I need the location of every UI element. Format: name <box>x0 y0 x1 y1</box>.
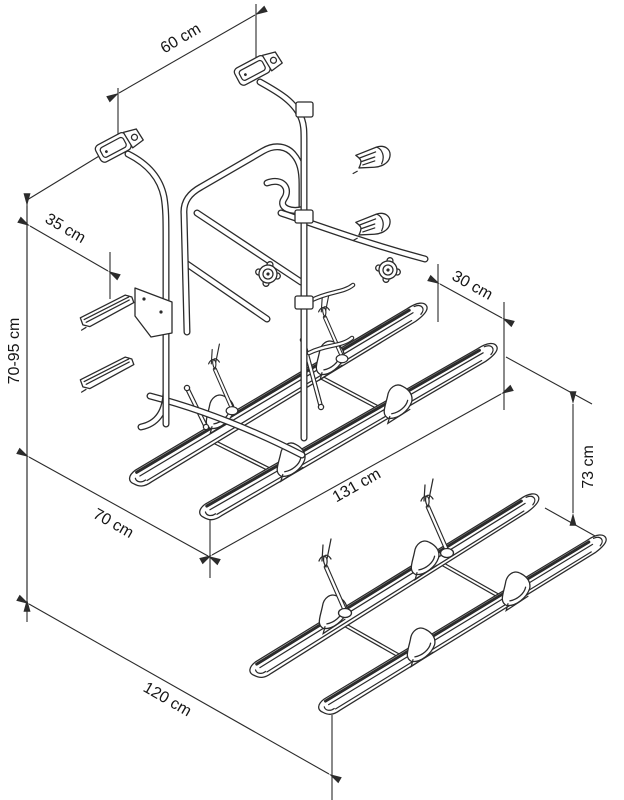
rail-front <box>311 530 616 721</box>
dim-label-side-depth: 70 cm <box>90 506 136 542</box>
dim-label-wall-offset: 35 cm <box>42 211 88 248</box>
dim-line-side-depth <box>16 447 221 566</box>
dim-line-wall-offset <box>17 216 121 281</box>
lowered-rail-set <box>242 479 616 721</box>
spare-rail-profile <box>74 292 138 331</box>
dim-line-top-span <box>106 5 268 103</box>
lift-column <box>260 82 314 438</box>
dim-label-height-range: 70-95 cm <box>6 318 23 385</box>
extension-lines <box>26 4 605 800</box>
dim-label-drop-height: 73 cm <box>580 445 597 489</box>
rail-rear <box>242 488 549 684</box>
dim-line-track-gap <box>427 274 515 328</box>
dim-label-top-span: 60 cm <box>158 20 204 57</box>
dim-label-track-gap: 30 cm <box>449 268 495 304</box>
dimension-lines <box>16 5 515 784</box>
mounting-plate <box>134 287 173 338</box>
spare-rail-profile <box>74 354 138 393</box>
dim-label-base-width: 120 cm <box>140 679 194 720</box>
clamp-knob <box>372 254 404 286</box>
dim-line-rail-length <box>199 384 514 565</box>
wall-arm-left <box>128 154 166 424</box>
dim-line-base-width <box>16 594 342 784</box>
spare-end-cap <box>347 143 394 175</box>
dim-label-rail-length: 131 cm <box>330 465 384 506</box>
